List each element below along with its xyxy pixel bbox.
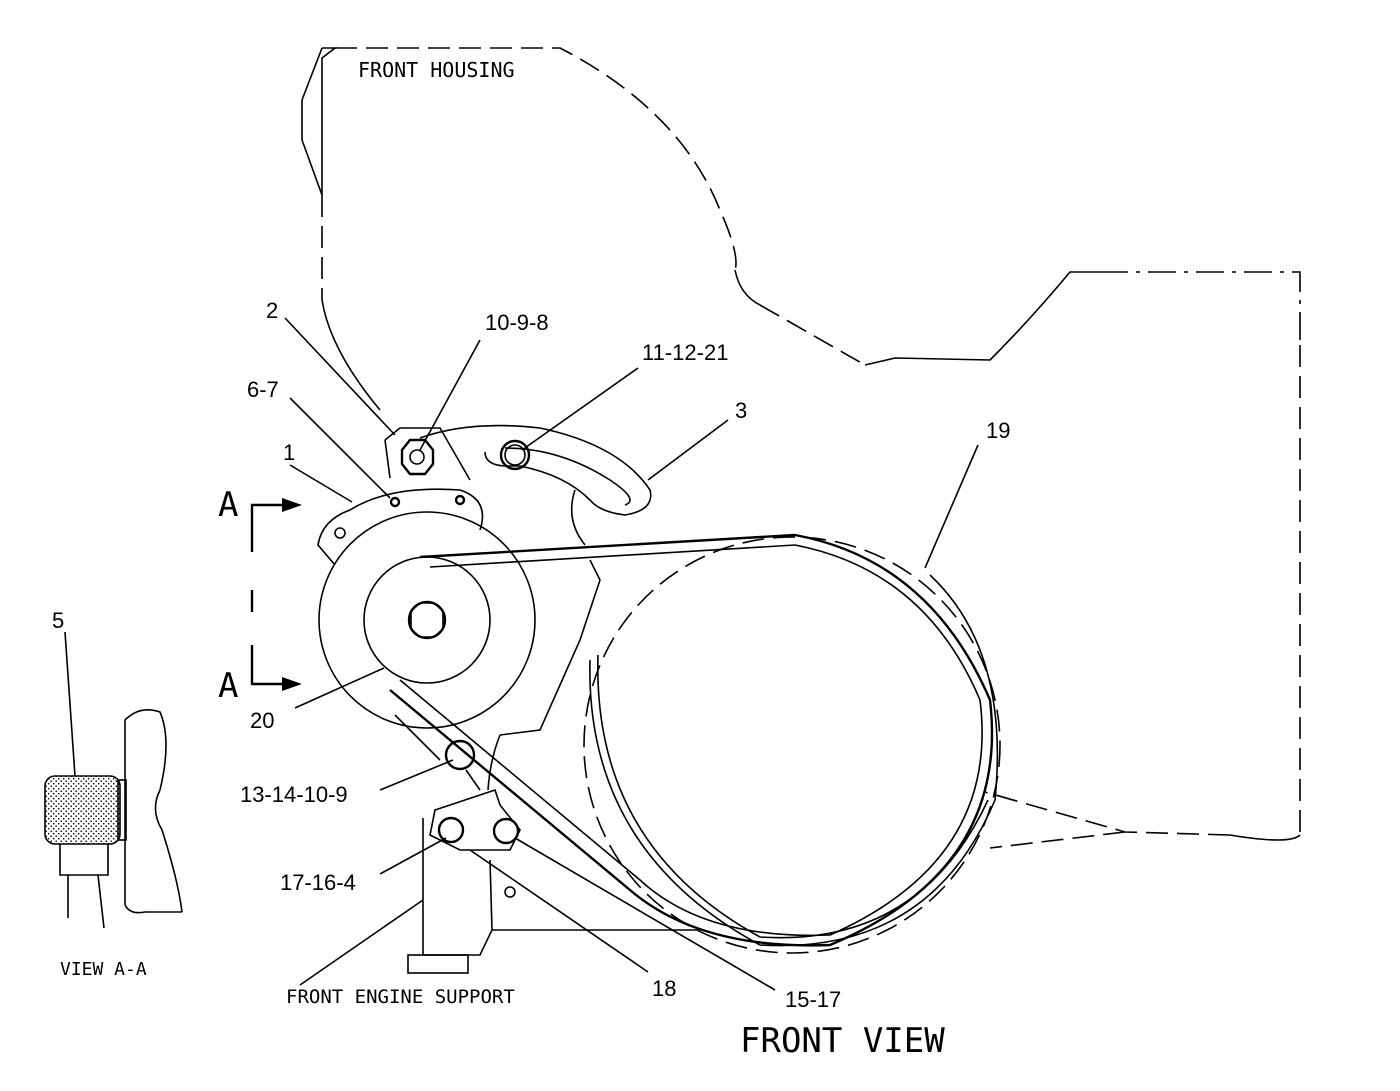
callout-2: 2 [266, 298, 278, 323]
front-housing-label: FRONT HOUSING [358, 58, 515, 82]
front-view-title: FRONT VIEW [740, 1021, 945, 1061]
callout-17-16-4: 17-16-4 [280, 870, 356, 895]
callout-20: 20 [250, 708, 274, 733]
bolt-13-14-10-9 [444, 739, 481, 791]
view-a-a-detail [44, 709, 183, 929]
callout-10-9-8: 10-9-8 [485, 310, 549, 335]
callout-1: 1 [283, 440, 295, 465]
view-a-a-label: VIEW A-A [60, 959, 147, 980]
bolt-11-12-21 [499, 439, 531, 471]
callout-5: 5 [52, 608, 64, 633]
callout-6-7: 6-7 [247, 377, 279, 402]
drive-belt [389, 533, 994, 947]
adjusting-bracket [419, 424, 652, 546]
crankshaft-pulley [583, 536, 1001, 954]
mounting-bracket [384, 427, 601, 791]
callout-15-17: 15-17 [785, 987, 841, 1012]
leader-lines [64, 317, 979, 991]
front-housing-outline [301, 47, 1301, 849]
front-engine-support [407, 788, 700, 974]
section-a-top-label: A [218, 485, 238, 525]
bolt-10-9-8 [400, 438, 435, 476]
callout-13-14-10-9: 13-14-10-9 [240, 782, 348, 807]
callout-18: 18 [652, 976, 676, 1001]
section-a-bottom-label: A [218, 666, 238, 706]
front-engine-support-label: FRONT ENGINE SUPPORT [286, 986, 515, 1008]
section-marker [250, 498, 302, 691]
callout-3: 3 [735, 398, 747, 423]
callout-19: 19 [986, 418, 1010, 443]
alternator-body [317, 488, 536, 729]
callout-11-12-21: 11-12-21 [642, 340, 728, 365]
